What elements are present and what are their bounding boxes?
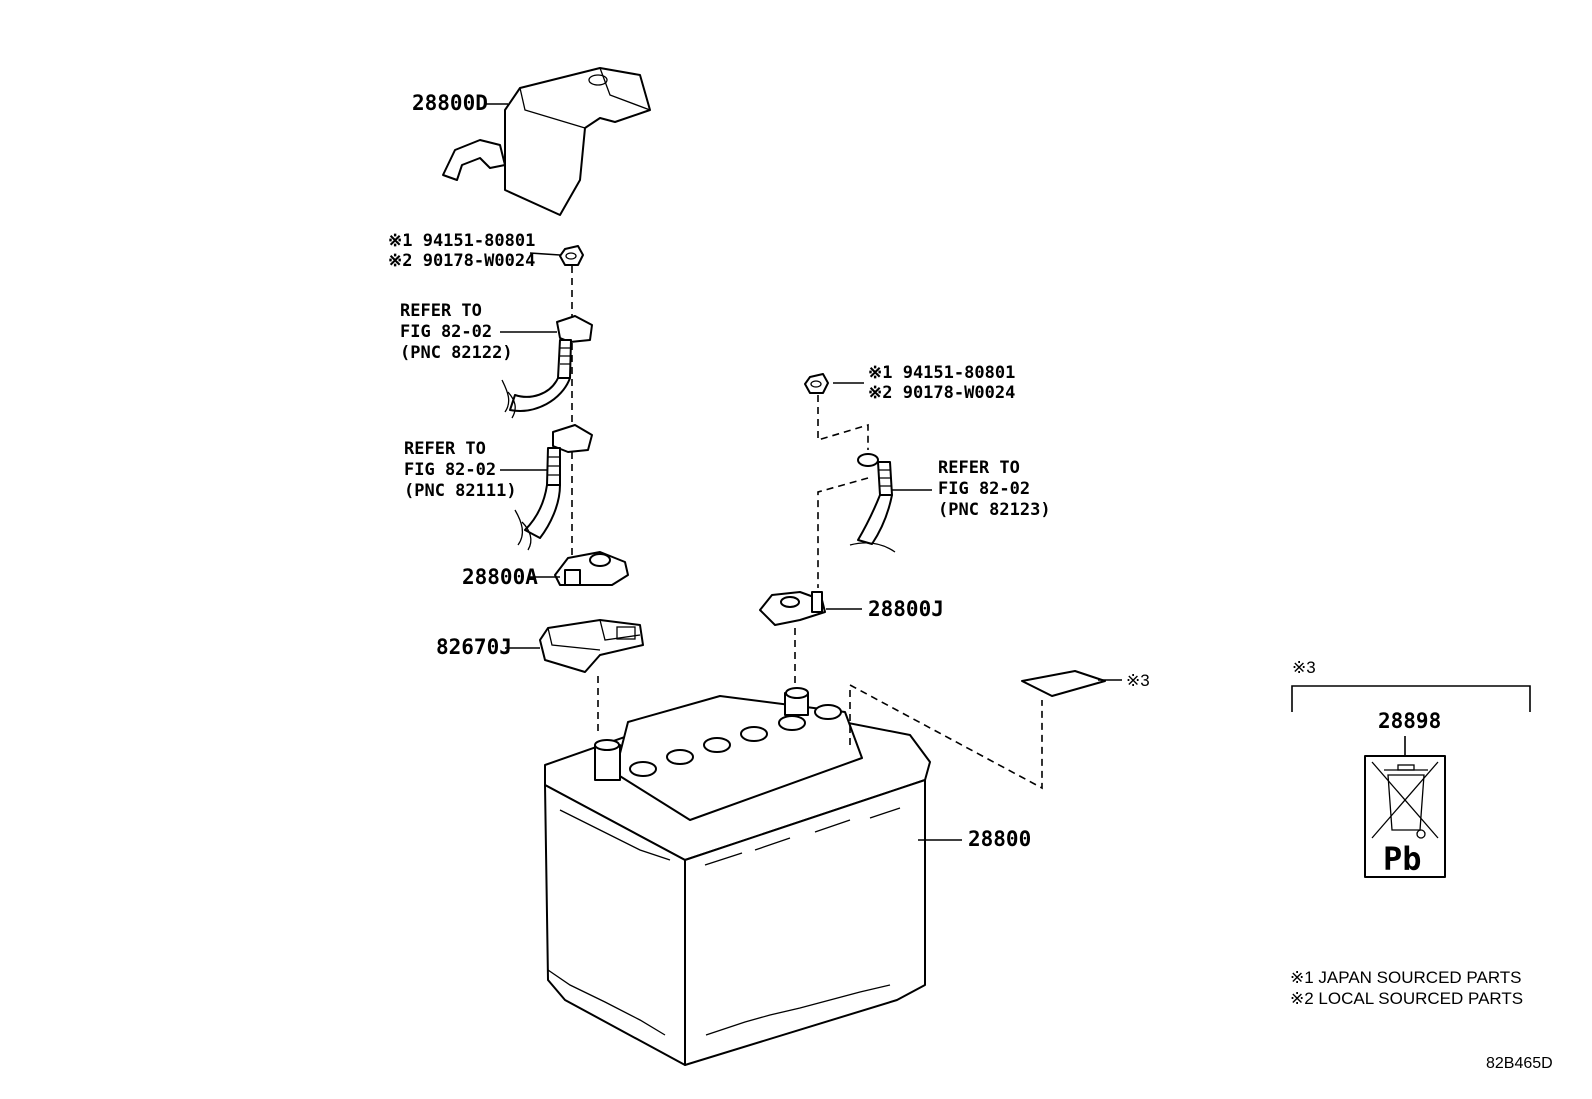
battery-28800-part: [544, 687, 931, 1066]
ref-82111-line3: (PNC 82111): [404, 481, 517, 501]
pb-recycling-label: Pb: [1364, 755, 1446, 878]
part-number-28800D: 28800D: [412, 91, 488, 115]
part-number-82670J: 82670J: [436, 635, 512, 659]
nut-right-part: [804, 373, 829, 394]
ref-82122-line1: REFER TO: [400, 301, 482, 321]
footnote-japan: ※1 JAPAN SOURCED PARTS: [1290, 968, 1522, 987]
footnote-local: ※2 LOCAL SOURCED PARTS: [1290, 989, 1523, 1008]
pb-symbol: Pb: [1383, 840, 1422, 878]
nut-right-partno-2: ※2 90178-W0024: [868, 383, 1015, 403]
warning-sticker-part: [1021, 670, 1106, 697]
holder-82670J-part: [539, 619, 644, 673]
illustration-code: 82B465D: [1486, 1055, 1553, 1072]
ref-82111-line2: FIG 82-02: [404, 460, 496, 480]
ref-82123-line2: FIG 82-02: [938, 479, 1030, 499]
nut-left-part: [559, 245, 584, 266]
part-number-28800J: 28800J: [868, 597, 944, 621]
terminal-cover-part: [442, 67, 651, 216]
nut-right-partno-1: ※1 94151-80801: [868, 363, 1015, 383]
ref-82123-line3: (PNC 82123): [938, 500, 1051, 520]
part-number-28800A: 28800A: [462, 565, 538, 589]
clamp-28800J-part: [759, 591, 826, 626]
ref-82122-line2: FIG 82-02: [400, 322, 492, 342]
nut-left-partno-2: ※2 90178-W0024: [388, 251, 535, 271]
nut-left-partno-1: ※1 94151-80801: [388, 231, 535, 251]
cable-82123-part: [849, 453, 896, 553]
cable-82122-part: [501, 315, 593, 419]
part-number-28898: 28898: [1378, 709, 1441, 733]
ref-82123-line1: REFER TO: [938, 458, 1020, 478]
sticker-note-mark: ※3: [1126, 671, 1150, 690]
detail-note-mark: ※3: [1292, 658, 1316, 677]
ref-82111-line1: REFER TO: [404, 439, 486, 459]
clamp-28800A-part: [554, 551, 629, 586]
ref-82122-line3: (PNC 82122): [400, 343, 513, 363]
cable-82111-part: [514, 424, 593, 551]
part-number-28800: 28800: [968, 827, 1031, 851]
